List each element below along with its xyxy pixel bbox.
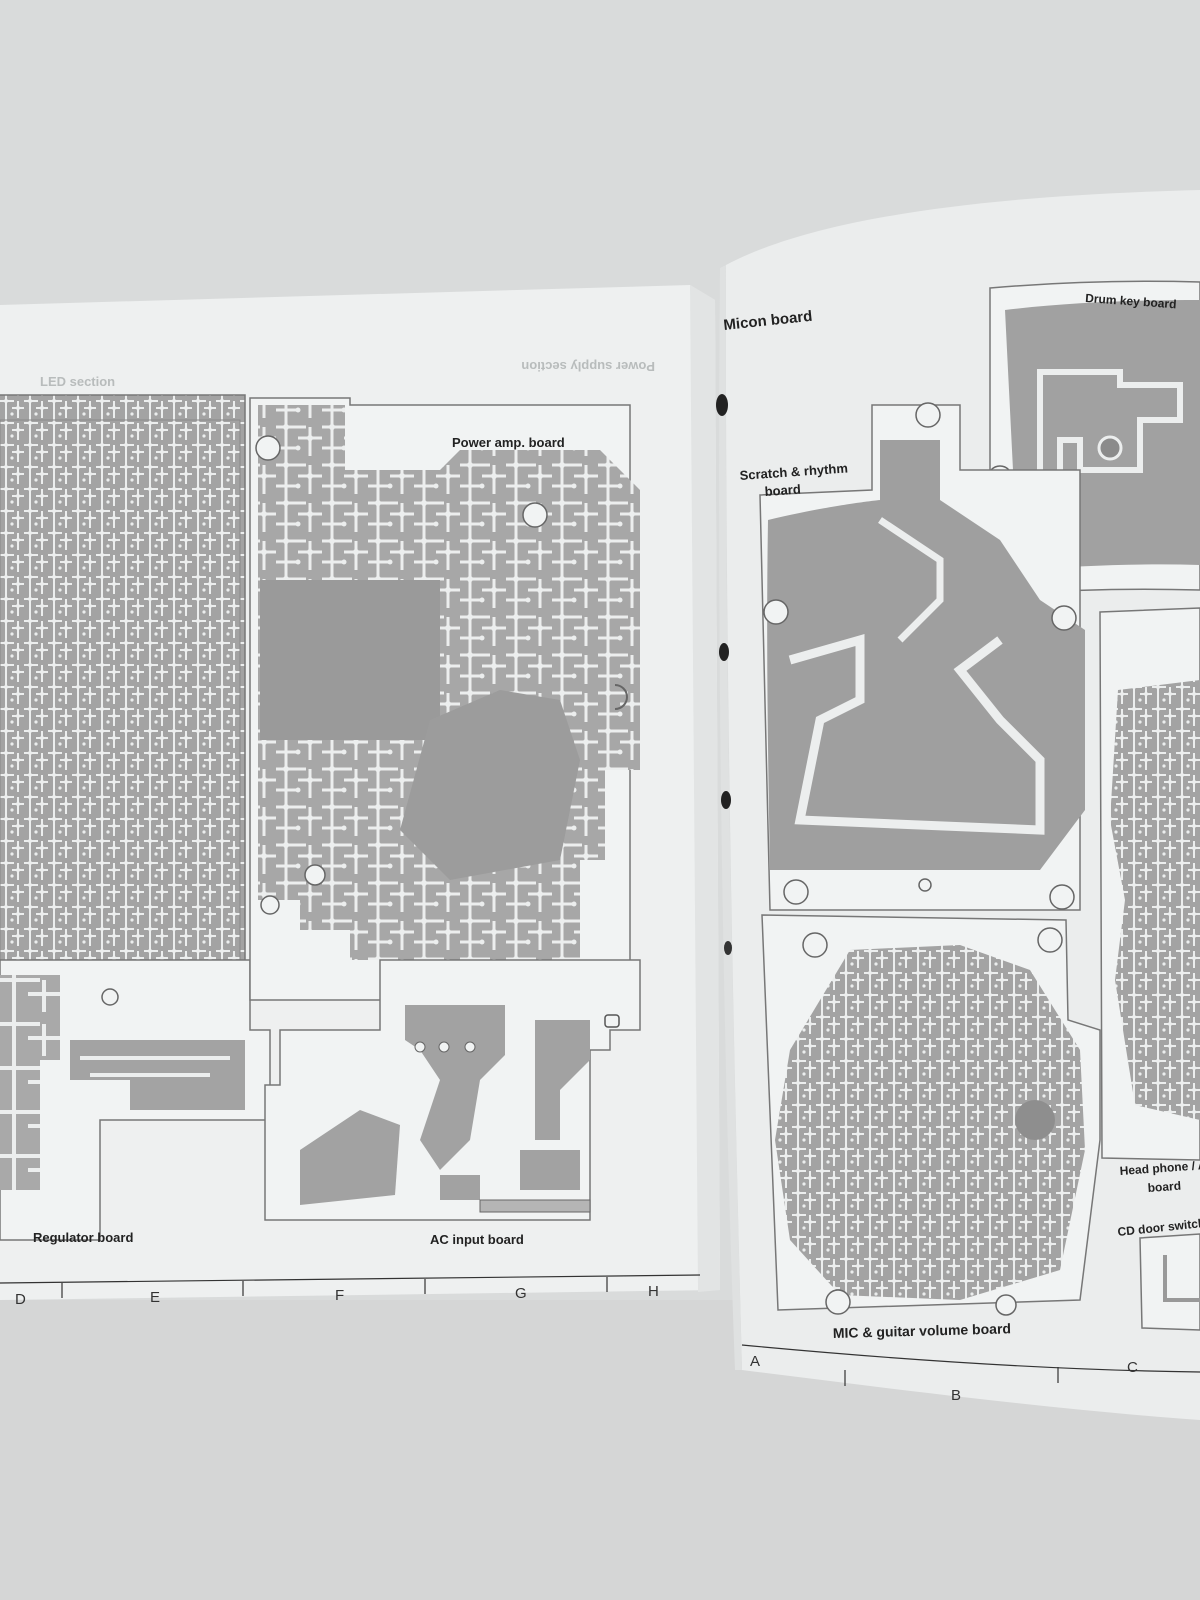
left-grid-ruler: D E F G H [0, 1274, 701, 1308]
grid-letter-e: E [150, 1289, 160, 1306]
mic-guitar-volume-board: MIC & guitar volume board [761, 914, 1101, 1341]
grid-letter-g: G [515, 1285, 527, 1302]
led-section-board [0, 394, 246, 1021]
binding-hole [716, 394, 728, 416]
scratch-rhythm-board: Scratch & rhythm board [739, 402, 1085, 911]
power-supply-section-heading: Power supply section [521, 359, 655, 374]
scratch-board-label-line2: board [764, 482, 801, 499]
left-page: Regulator board Power amp. board [0, 285, 720, 1308]
mic-guitar-board-label: MIC & guitar volume board [833, 1320, 1011, 1341]
grid-letter-f: F [335, 1287, 344, 1304]
right-grid-ruler: A B C [741, 1344, 1200, 1404]
grid-letter-b: B [951, 1387, 961, 1404]
power-amp-board-label: Power amp. board [452, 435, 565, 450]
ac-input-board: AC input board [264, 959, 641, 1247]
drum-key-board-label: Drum key board [1085, 291, 1177, 311]
grid-letter-d: D [15, 1291, 26, 1308]
grid-letter-c: C [1127, 1359, 1138, 1376]
right-page: Micon board Drum key board Scratch & rhy… [716, 190, 1200, 1420]
led-section-heading: LED section [40, 374, 115, 389]
regulator-board-label: Regulator board [33, 1230, 133, 1245]
ac-input-board-label: AC input board [430, 1232, 524, 1247]
power-amp-board: Power amp. board [249, 397, 640, 1001]
binding-hole [719, 643, 729, 661]
binding-hole [721, 791, 731, 809]
binding-hole [724, 941, 732, 955]
grid-letter-a: A [750, 1353, 760, 1370]
headphone-board-label-line1: Head phone / AUX [1119, 1157, 1200, 1178]
regulator-board: Regulator board [0, 959, 271, 1245]
headphone-board-label-line2: board [1147, 1179, 1181, 1195]
headphone-aux-board: Head phone / AUX board [1099, 607, 1200, 1195]
grid-letter-h: H [648, 1283, 659, 1300]
